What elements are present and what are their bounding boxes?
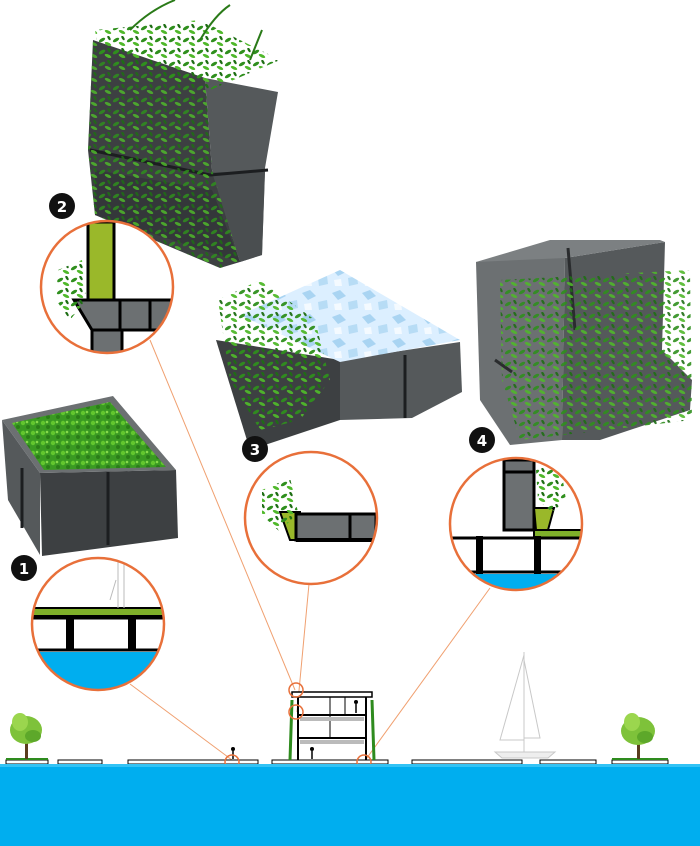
tree-icon (10, 713, 42, 759)
person-icon (354, 700, 358, 713)
callout-3-number: 3 (250, 441, 260, 459)
water (0, 764, 700, 846)
callout-2-number: 2 (57, 198, 67, 216)
callout-1-platform-detail: 1 (11, 555, 170, 696)
callout-4-number: 4 (477, 432, 487, 450)
floating-platforms (6, 758, 668, 764)
floating-house-section (290, 692, 374, 760)
module-d-vine-wall (476, 240, 692, 445)
callout-4-wall-base-detail: 4 (450, 427, 590, 598)
tree-icon (621, 713, 655, 759)
module-c-snow-cube (216, 270, 462, 450)
callout-3-balcony-planter-detail: 3 (242, 436, 384, 592)
module-b-moss-cube (2, 396, 178, 556)
sailboat-icon (495, 652, 555, 758)
person-icon (310, 747, 314, 759)
person-icon (231, 747, 235, 759)
callout-1-number: 1 (19, 560, 29, 578)
